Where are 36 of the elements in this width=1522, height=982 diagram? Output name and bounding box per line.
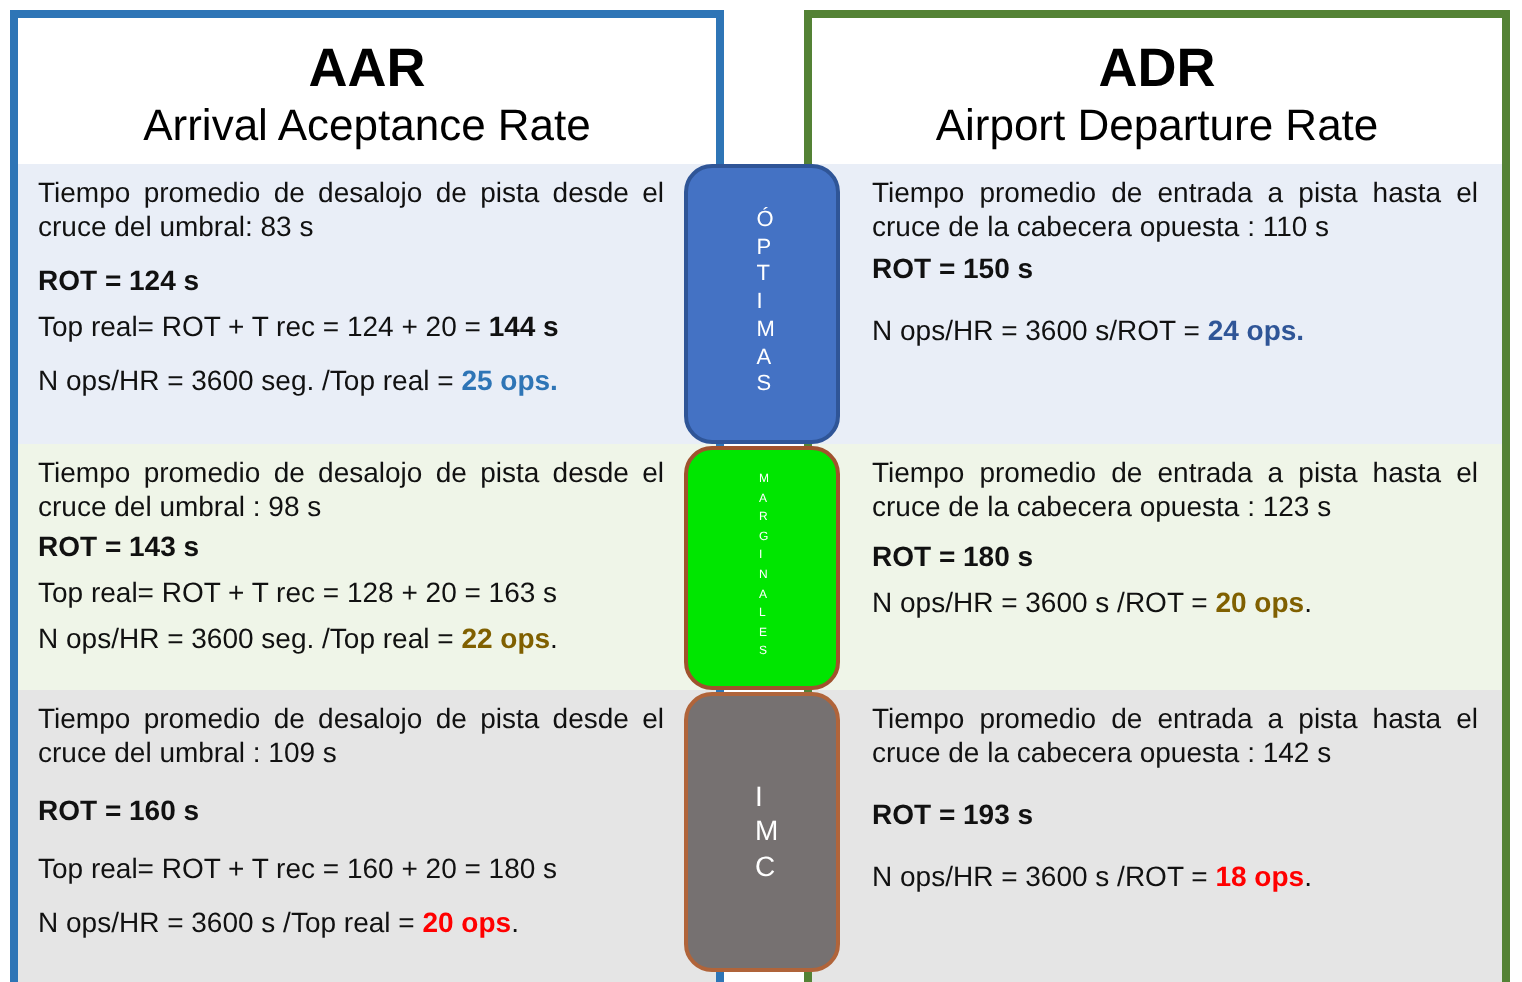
- formula-text: ROT = 124 s: [38, 264, 202, 298]
- formula-text: N ops/HR = 3600 seg. /Top real = 22 ops.: [38, 622, 560, 656]
- formula-text: ROT = 180 s: [872, 540, 1036, 574]
- formula-text: Top real= ROT + T rec = 160 + 20 = 180 s: [38, 852, 560, 886]
- description-text: Tiempo promedio de entrada a pista hasta el cruce de la cabecera opuesta : 142 s: [872, 702, 1478, 770]
- formula-text: ROT = 160 s: [38, 794, 202, 828]
- formula-text: ROT = 150 s: [872, 252, 1036, 286]
- formula-text: ROT = 143 s: [38, 530, 202, 564]
- formula-text: N ops/HR = 3600 s /Top real = 20 ops.: [38, 906, 521, 940]
- formula-text: N ops/HR = 3600 seg. /Top real = 25 ops.: [38, 364, 560, 398]
- description-text: Tiempo promedio de desalojo de pista desde el cruce del umbral : 109 s: [38, 702, 664, 770]
- panel-title: AAR: [306, 38, 428, 98]
- condition-cell: [18, 444, 716, 690]
- condition-cell: [812, 444, 1502, 690]
- formula-text: N ops/HR = 3600 s /ROT = 20 ops.: [872, 586, 1314, 620]
- condition-cell: [18, 690, 716, 982]
- adr-panel: [804, 10, 1510, 982]
- description-text: Tiempo promedio de entrada a pista hasta el cruce de la cabecera opuesta : 110 s: [872, 176, 1478, 244]
- condition-pill: [684, 446, 840, 690]
- formula-text: Top real= ROT + T rec = 124 + 20 = 144 s: [38, 310, 561, 344]
- panel-subtitle: Arrival Aceptance Rate: [141, 98, 593, 154]
- panel-title: ADR: [1096, 38, 1218, 98]
- vertical-label: IMC: [753, 779, 776, 885]
- description-text: Tiempo promedio de desalojo de pista desde el cruce del umbral : 98 s: [38, 456, 664, 524]
- formula-text: Top real= ROT + T rec = 128 + 20 = 163 s: [38, 576, 560, 610]
- condition-pill: [684, 692, 840, 972]
- aar-panel: [10, 10, 724, 982]
- vertical-label: ÓPTIMAS: [754, 207, 773, 401]
- formula-text: N ops/HR = 3600 s/ROT = 24 ops.: [872, 314, 1307, 348]
- formula-text: N ops/HR = 3600 s /ROT = 18 ops.: [872, 860, 1314, 894]
- description-text: Tiempo promedio de entrada a pista hasta el cruce de la cabecera opuesta : 123 s: [872, 456, 1478, 524]
- condition-pill: [684, 164, 840, 444]
- description-text: Tiempo promedio de desalojo de pista desde el cruce del umbral: 83 s: [38, 176, 664, 244]
- condition-cell: [812, 690, 1502, 982]
- formula-text: ROT = 193 s: [872, 798, 1036, 832]
- panel-subtitle: Airport Departure Rate: [933, 98, 1381, 154]
